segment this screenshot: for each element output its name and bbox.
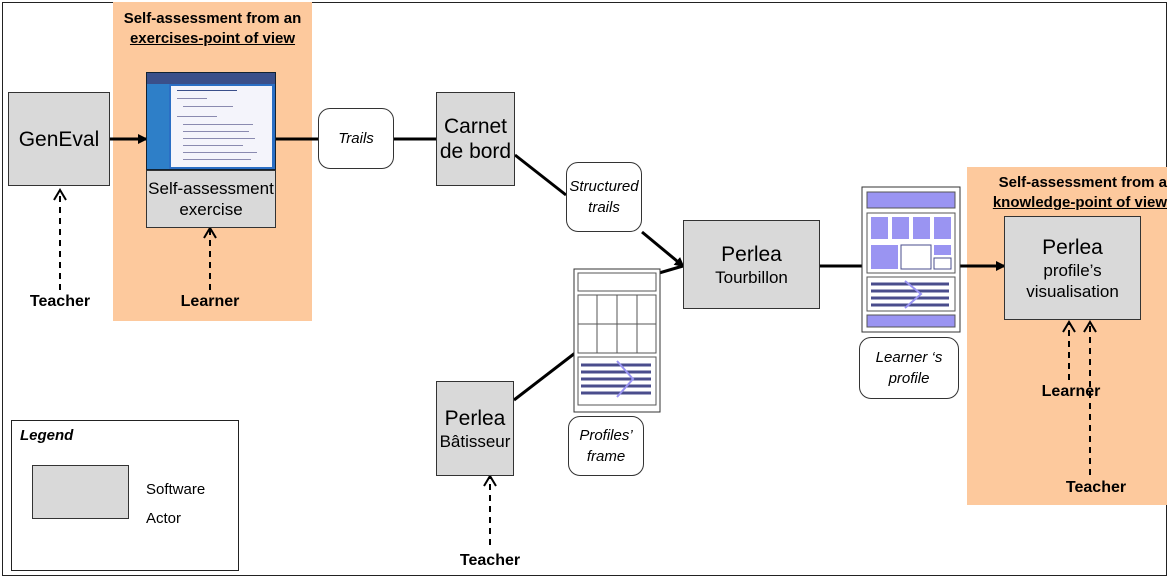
trails-bubble: Trails <box>318 108 394 169</box>
edge-structured-tourbillon <box>641 230 685 268</box>
profiles-frame-label-2: frame <box>586 448 626 465</box>
self-assessment-exercise-box: Self-assessment exercise <box>146 170 276 228</box>
self-assessment-exercise-label-2: exercise <box>179 200 243 219</box>
screenshot-titlebar <box>147 73 275 84</box>
perlea-tourbillon-label-2: Tourbillon <box>715 267 788 287</box>
exercises-zone-title-line2: exercises-point of view <box>129 30 296 47</box>
self-assessment-exercise-label-1: Self-assessment <box>148 179 274 198</box>
learners-profile-label-1: Learner ‘s <box>875 349 943 366</box>
edge-carnet-structured <box>514 153 567 197</box>
screenshot-sidebar <box>147 84 169 169</box>
teacher-batisseur-actor: Teacher <box>459 552 521 569</box>
perlea-visualisation-label-2: profile’s <box>1043 260 1102 280</box>
exercises-zone-title: Self-assessment from an exercises-point … <box>113 9 312 49</box>
legend-title: Legend <box>20 427 74 444</box>
perlea-visualisation-box: Perlea profile’s visualisation <box>1004 216 1141 320</box>
trails-label: Trails <box>338 130 374 147</box>
exercise-screenshot <box>146 72 276 170</box>
structured-trails-label-2: trails <box>588 199 620 216</box>
legend-software-label: Software <box>146 481 206 498</box>
profiles-frame-drawing <box>573 268 661 413</box>
structured-trails-label-1: Structured <box>569 178 639 195</box>
structured-trails-bubble: Structured trails <box>566 162 642 232</box>
carnet-de-bord-label-1: Carnet <box>443 115 508 138</box>
screenshot-page <box>171 86 272 167</box>
perlea-tourbillon-box: Perlea Tourbillon <box>683 220 820 309</box>
perlea-tourbillon-label-1: Perlea <box>721 242 782 266</box>
profiles-frame-bubble: Profiles’ frame <box>568 416 644 476</box>
learners-profile-label-2: profile <box>888 370 930 387</box>
carnet-de-bord-box: Carnet de bord <box>436 92 515 186</box>
legend-actor-label: Actor <box>146 510 182 527</box>
legend: Legend Software Actor <box>11 420 239 571</box>
perlea-batisseur-label-2: Bâtisseur <box>439 431 511 451</box>
perlea-batisseur-label-1: Perlea <box>444 406 506 430</box>
perlea-visualisation-label-3: visualisation <box>1026 281 1119 301</box>
geneval-label: GenEval <box>18 127 100 151</box>
profiles-frame-label-1: Profiles’ <box>579 427 633 444</box>
teacher-visualisation-actor: Teacher <box>1065 479 1127 496</box>
teacher-geneval-actor: Teacher <box>29 293 91 310</box>
learners-profile-drawing <box>861 186 961 333</box>
knowledge-zone-title-line2: knowledge-point of view <box>992 194 1167 211</box>
perlea-batisseur-box: Perlea Bâtisseur <box>436 381 514 476</box>
learner-visualisation-actor: Learner <box>1041 383 1101 400</box>
knowledge-zone-title-line1: Self-assessment from a <box>998 174 1167 191</box>
knowledge-zone-title: Self-assessment from a knowledge-point o… <box>962 173 1167 213</box>
exercises-zone-title-line1: Self-assessment from an <box>123 10 302 27</box>
perlea-visualisation-label-1: Perlea <box>1042 235 1103 259</box>
carnet-de-bord-label-2: de bord <box>439 140 512 163</box>
geneval-box: GenEval <box>8 92 110 186</box>
learner-exercise-actor: Learner <box>180 293 240 310</box>
edge-batisseur-frame <box>513 348 580 402</box>
learners-profile-bubble: Learner ‘s profile <box>859 337 959 399</box>
legend-software-swatch <box>32 465 129 519</box>
